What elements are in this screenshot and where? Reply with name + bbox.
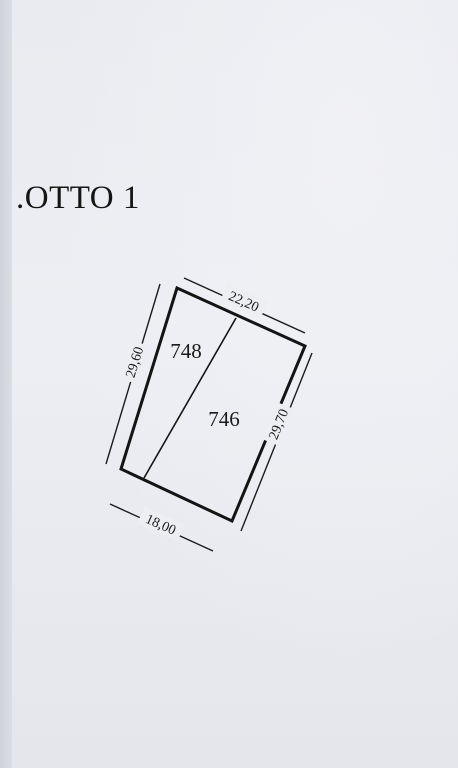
lot-title: .OTTO 1	[16, 180, 140, 216]
dimension-left-label: 29,60	[124, 345, 148, 380]
paper-sheet	[12, 0, 458, 768]
dimension-bottom-label: 18,00	[143, 512, 178, 539]
parcel-748-label: 748	[170, 339, 202, 363]
dimension-right-label: 29,70	[267, 407, 293, 442]
parcel-746-label: 746	[208, 407, 240, 431]
lot-boundary	[119, 285, 307, 524]
parcel-divider	[143, 317, 237, 479]
page-shadow-edge	[0, 0, 14, 768]
